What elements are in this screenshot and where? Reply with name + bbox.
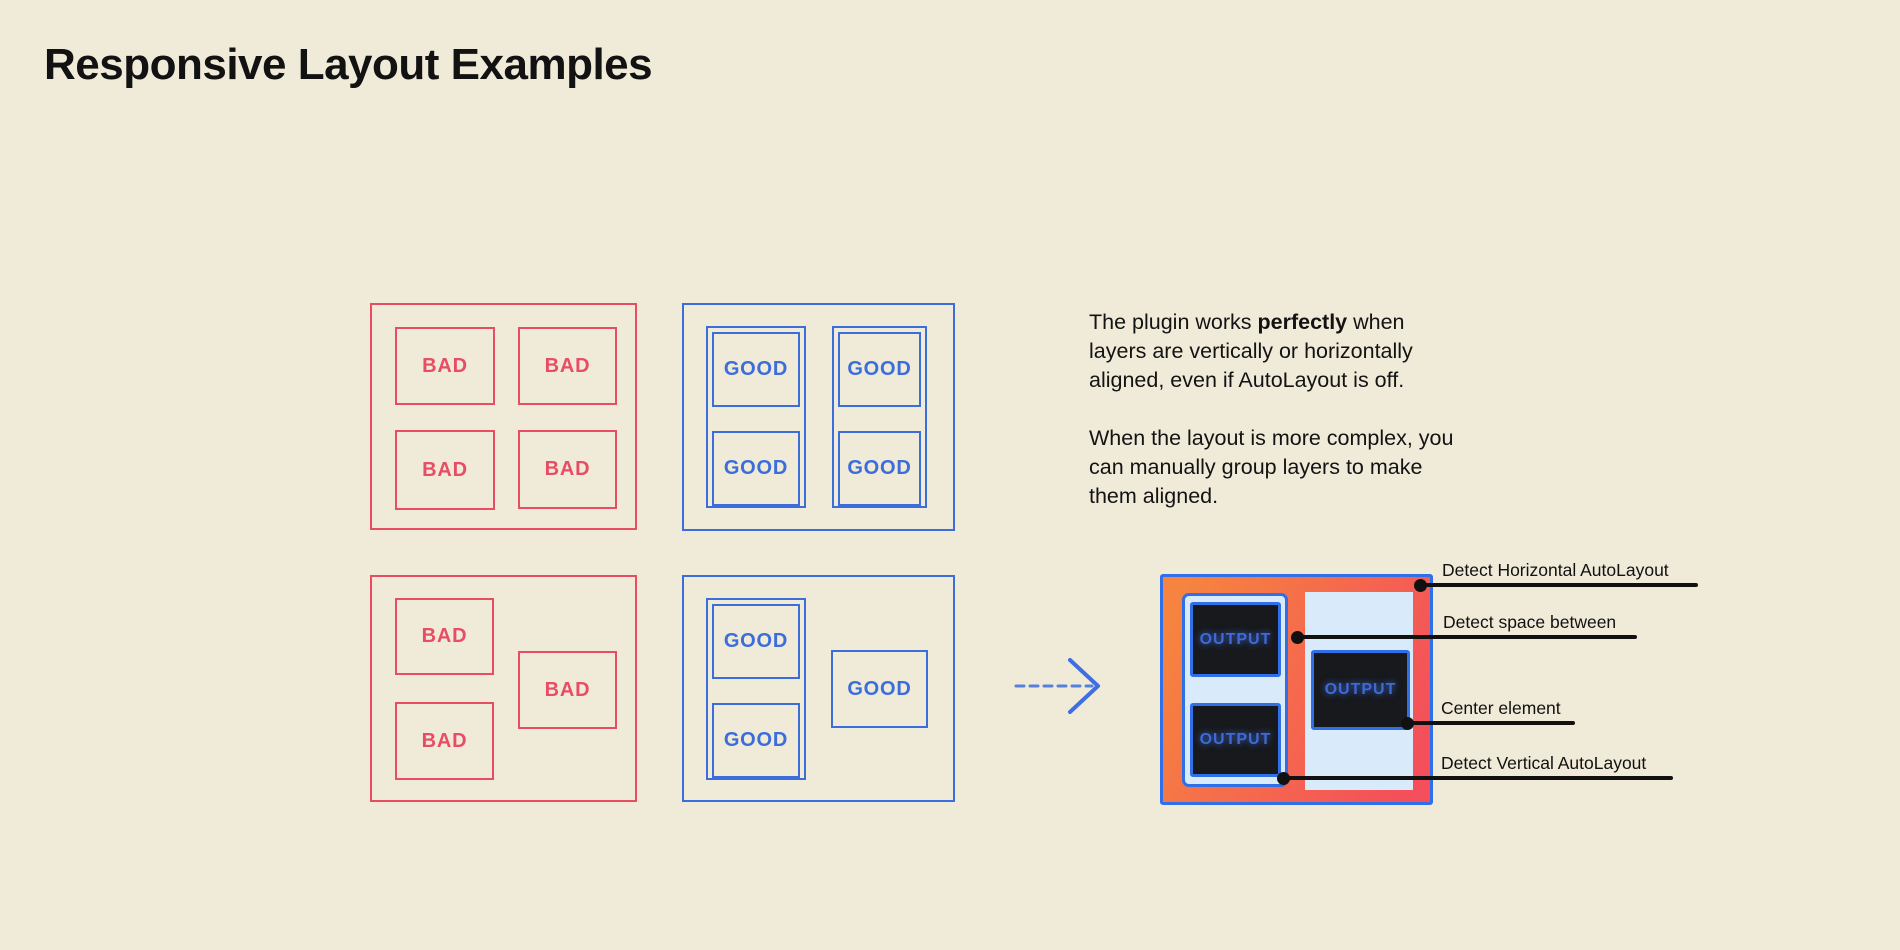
description-line: When the layout is more complex, you — [1089, 426, 1454, 450]
output-box: OUTPUT — [1190, 703, 1281, 777]
good-box: GOOD — [831, 650, 928, 728]
bad-box: BAD — [395, 598, 494, 675]
arrow-right-icon — [1014, 658, 1100, 714]
good-box: GOOD — [712, 431, 800, 506]
bad-label: BAD — [421, 729, 468, 752]
output-label: OUTPUT — [1199, 630, 1272, 648]
output-box-centered: OUTPUT — [1311, 650, 1410, 730]
callout-line — [1283, 776, 1673, 780]
description-text: The plugin works perfectly when layers a… — [1089, 308, 1453, 511]
good-column-group: GOOD GOOD — [706, 598, 806, 780]
description-line: aligned, even if AutoLayout is off. — [1089, 368, 1405, 392]
good-box: GOOD — [712, 703, 800, 778]
callout-line — [1297, 635, 1637, 639]
bad-box: BAD — [518, 651, 617, 729]
output-vertical-group: OUTPUT OUTPUT — [1182, 593, 1288, 787]
good-box: GOOD — [712, 332, 800, 407]
bad-label: BAD — [544, 458, 591, 480]
callout-label: Center element — [1441, 698, 1561, 718]
good-label: GOOD — [847, 457, 912, 479]
output-label: OUTPUT — [1324, 681, 1397, 698]
bad-box: BAD — [395, 327, 495, 405]
description-line: layers are vertically or horizontally — [1089, 339, 1413, 363]
callout-line — [1420, 583, 1698, 587]
bad-label: BAD — [421, 625, 468, 647]
bad-box: BAD — [395, 702, 494, 780]
bad-label: BAD — [544, 678, 591, 701]
page-title: Responsive Layout Examples — [44, 40, 653, 89]
bad-label: BAD — [544, 354, 591, 377]
example-bad-misaligned-frame: BAD BAD BAD — [370, 575, 637, 802]
description-line: The plugin works perfectly when — [1089, 310, 1405, 334]
callout-line — [1407, 721, 1575, 725]
output-preview-frame: OUTPUT OUTPUT OUTPUT — [1160, 574, 1433, 805]
example-good-aligned-frame: GOOD GOOD GOOD GOOD — [682, 303, 955, 531]
description-line: can manually group layers to make — [1089, 455, 1423, 479]
good-label: GOOD — [723, 729, 789, 751]
bad-label: BAD — [422, 354, 468, 377]
good-box: GOOD — [838, 332, 921, 407]
callout-label: Detect Horizontal AutoLayout — [1442, 560, 1669, 580]
good-box: GOOD — [712, 604, 800, 679]
bad-box: BAD — [518, 430, 617, 509]
good-column-group: GOOD GOOD — [706, 326, 806, 508]
output-box: OUTPUT — [1190, 602, 1281, 677]
callout-label: Detect space between — [1443, 612, 1617, 632]
good-box: GOOD — [838, 431, 921, 506]
example-good-grouped-frame: GOOD GOOD GOOD — [682, 575, 955, 802]
good-label: GOOD — [723, 358, 789, 380]
good-column-group: GOOD GOOD — [832, 326, 927, 508]
bad-box: BAD — [395, 430, 495, 510]
good-label: GOOD — [847, 358, 912, 380]
bold-word: perfectly — [1257, 310, 1348, 334]
example-bad-aligned-frame: BAD BAD BAD BAD — [370, 303, 637, 530]
callout-label: Detect Vertical AutoLayout — [1441, 753, 1647, 773]
good-label: GOOD — [847, 677, 912, 700]
bad-box: BAD — [518, 327, 617, 405]
good-label: GOOD — [723, 457, 789, 479]
description-line: them aligned. — [1089, 484, 1219, 508]
output-label: OUTPUT — [1199, 731, 1272, 748]
good-label: GOOD — [723, 630, 789, 652]
bad-label: BAD — [422, 458, 468, 481]
